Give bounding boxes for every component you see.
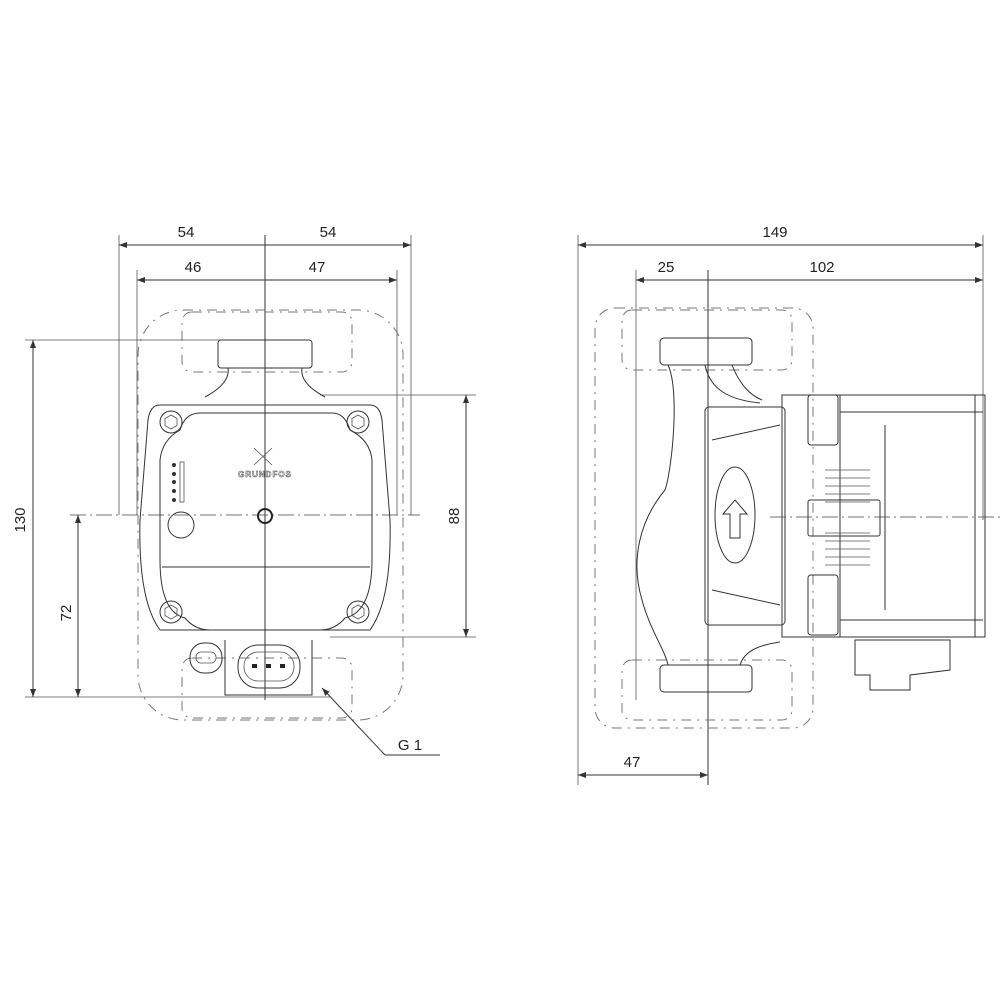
side-view: 149 25 102 47 bbox=[577, 224, 1000, 785]
dim-label-130: 130 bbox=[12, 507, 29, 532]
flow-direction-badge bbox=[714, 466, 756, 564]
dim-label-102: 102 bbox=[809, 259, 834, 276]
dim-label-72: 72 bbox=[58, 605, 75, 622]
cooling-fins bbox=[807, 469, 881, 566]
dim-label-46: 46 bbox=[185, 259, 202, 276]
dim-label-149: 149 bbox=[762, 224, 787, 241]
side-dimension-lines bbox=[578, 242, 983, 778]
dim-label-88: 88 bbox=[446, 508, 463, 525]
thread-leader bbox=[321, 687, 440, 756]
control-box-frame bbox=[781, 394, 841, 638]
dim-label-54-right: 54 bbox=[320, 224, 337, 241]
front-dimension-lines bbox=[30, 242, 469, 697]
speed-indicator-leds bbox=[172, 461, 185, 503]
side-connector bbox=[854, 639, 951, 691]
dim-label-54-left: 54 bbox=[178, 224, 195, 241]
dim-label-47: 47 bbox=[309, 259, 326, 276]
dim-label-25: 25 bbox=[658, 259, 675, 276]
grundfos-logo: GRUNDFOS bbox=[238, 447, 292, 479]
svg-text:GRUNDFOS: GRUNDFOS bbox=[238, 470, 292, 479]
side-clearance-envelope bbox=[594, 307, 814, 729]
center-indicator bbox=[257, 508, 273, 524]
electrical-connectors bbox=[189, 640, 313, 696]
mode-button bbox=[167, 511, 195, 539]
side-extension-lines bbox=[577, 235, 1000, 785]
front-view: 54 54 46 47 130 72 88 GRUNDFOS bbox=[12, 224, 476, 756]
pump-front-body: GRUNDFOS bbox=[139, 339, 391, 631]
front-clearance-envelope bbox=[137, 309, 404, 721]
thread-label-g1: G 1 bbox=[398, 737, 422, 754]
pump-side-body bbox=[636, 337, 986, 693]
dim-label-47-side: 47 bbox=[624, 754, 641, 771]
flow-arrow-icon bbox=[721, 499, 749, 539]
